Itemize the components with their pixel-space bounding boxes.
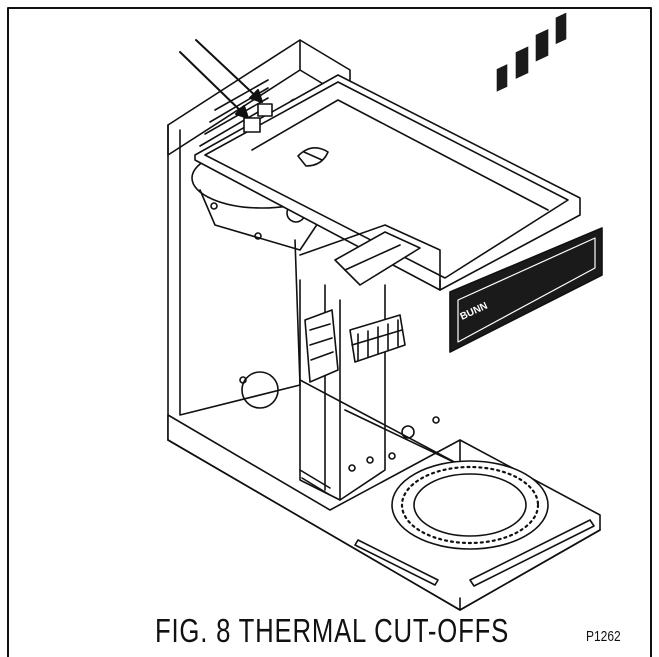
figure-caption: FIG. 8 THERMAL CUT-OFFS	[155, 612, 510, 649]
top-lid	[194, 74, 581, 291]
base-label-plate	[469, 519, 595, 587]
vent-slots	[199, 79, 269, 147]
base-hole	[241, 371, 279, 409]
heater-bracket	[304, 309, 339, 383]
inner-column	[299, 279, 386, 501]
pointer-arrows	[179, 39, 263, 119]
switch-2	[514, 44, 530, 81]
thermal-cutoff	[257, 103, 273, 117]
border	[7, 7, 652, 657]
switch-3	[534, 27, 550, 64]
terminal-block	[349, 314, 406, 363]
base-slot	[354, 539, 439, 586]
warmer-plate-inner	[413, 473, 527, 537]
part-number: P1262	[586, 628, 621, 645]
control-panel	[449, 227, 603, 353]
switch-4	[554, 10, 568, 46]
thermal-cutoff	[243, 117, 261, 133]
switch-1	[495, 62, 509, 94]
